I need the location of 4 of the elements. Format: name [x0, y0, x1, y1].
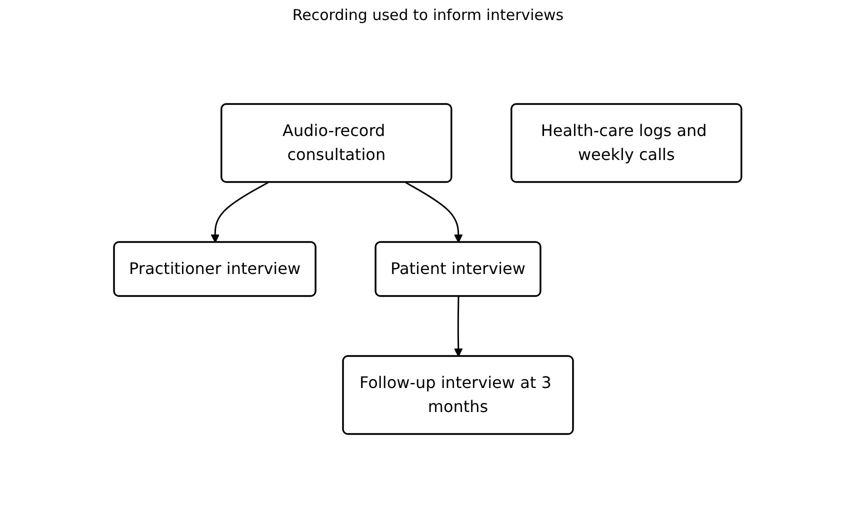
arrow	[406, 182, 464, 243]
note-text: Recording used to inform interviews	[292, 6, 564, 24]
arrow	[211, 182, 269, 243]
arrow	[454, 296, 464, 357]
